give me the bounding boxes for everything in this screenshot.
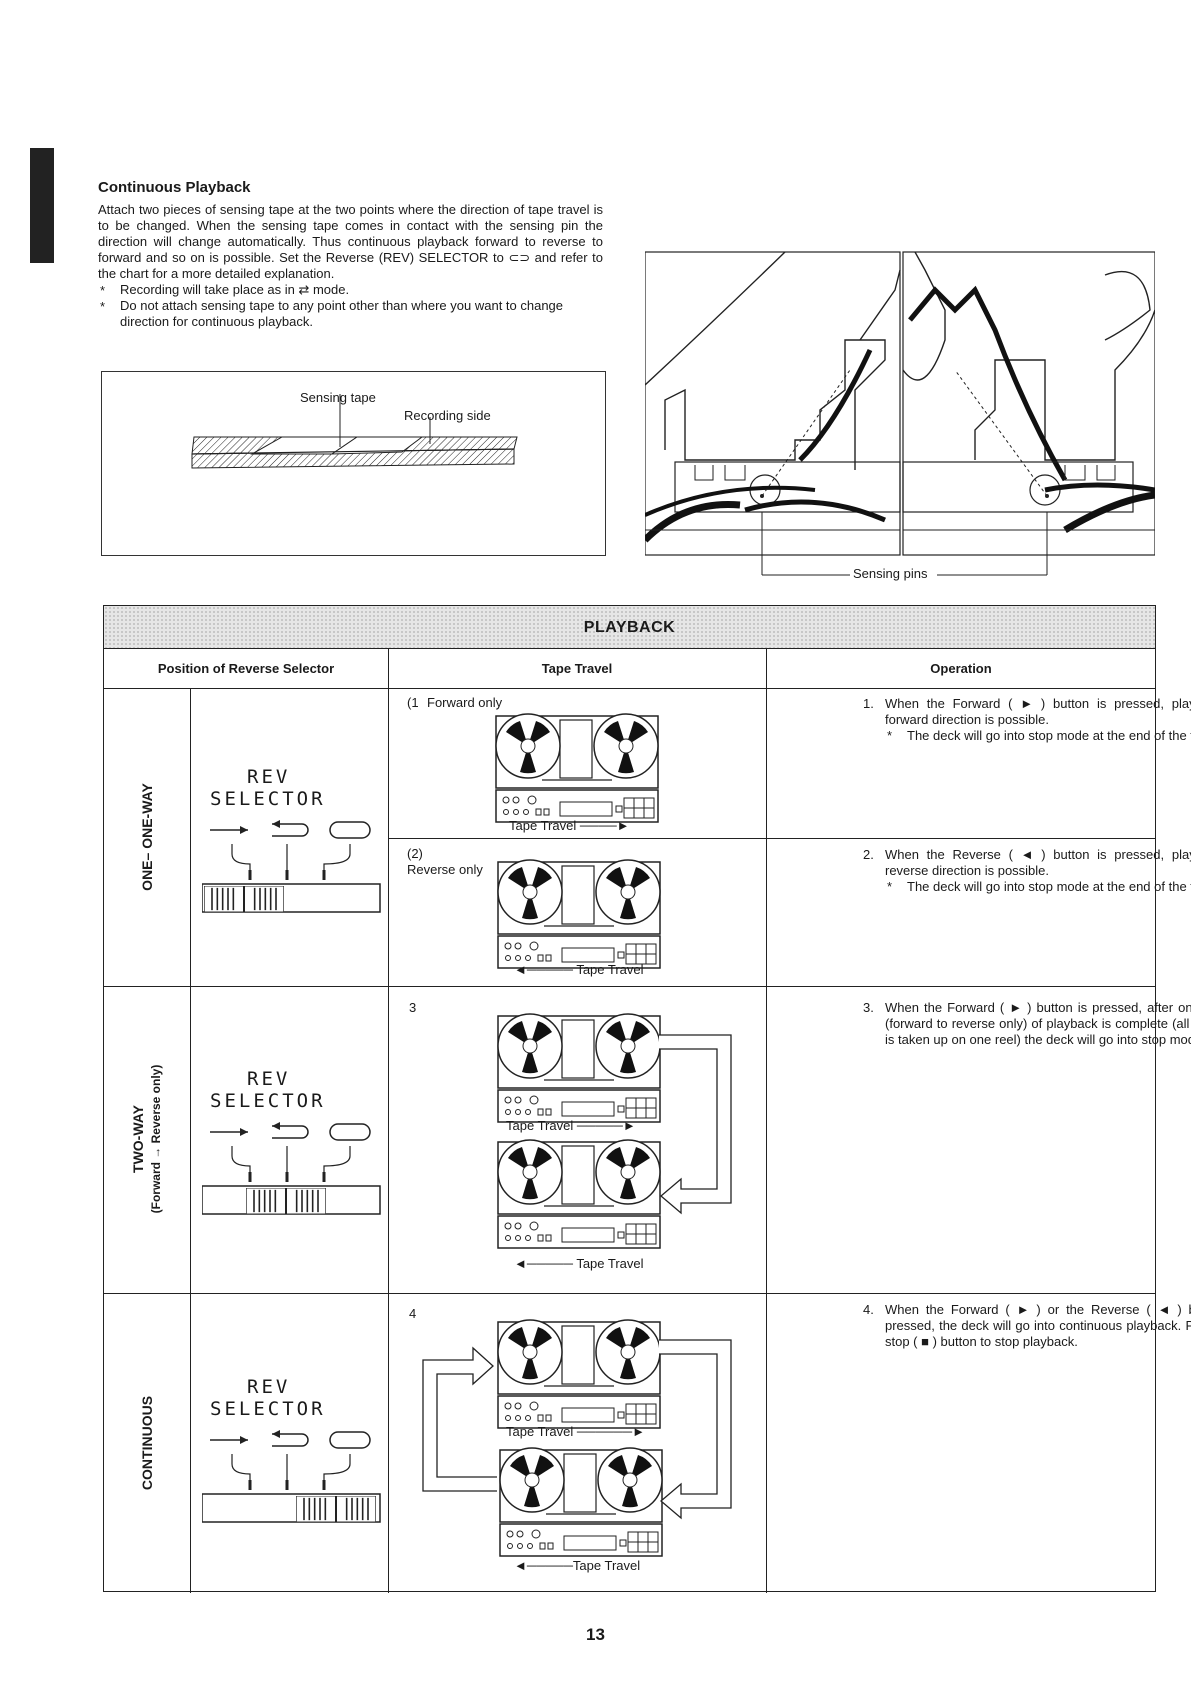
selector-word: SELECTOR [210, 788, 326, 810]
note-item: Do not attach sensing tape to any point … [98, 298, 603, 330]
operation-text: When the Forward ( ► ) button is pressed… [885, 1000, 1191, 1047]
tape-travel-forward: Tape Travel ─────► [506, 1118, 636, 1133]
rev-selector-continuous: REV SELECTOR [202, 1376, 382, 1526]
tape-travel-label: Tape Travel [506, 1118, 574, 1133]
loop-return-arrow-left [422, 1346, 497, 1492]
row-divider [388, 838, 1156, 839]
header-tape-travel: Tape Travel [388, 649, 766, 689]
operation-4: 4. When the Forward ( ► ) or the Reverse… [863, 1302, 1191, 1350]
case-2-number: (2) [407, 846, 423, 861]
mode-label: CONTINUOUS [139, 1395, 155, 1491]
mode-sublabel: (Forward → Reverse only) [149, 1064, 163, 1214]
operation-text: When the Forward ( ► ) button is pressed… [885, 696, 1191, 727]
selector-word: SELECTOR [210, 1398, 326, 1420]
operation-number: 1. [863, 696, 874, 711]
operation-3: 3. When the Forward ( ► ) button is pres… [863, 1000, 1191, 1048]
cycle-return-arrow [659, 1034, 732, 1215]
tape-travel-forward: Tape Travel ──────► [506, 1424, 645, 1439]
row-divider [104, 986, 1156, 987]
rev-word: REV [247, 766, 291, 788]
tape-deck-forward [492, 710, 662, 825]
case-2-caption: Reverse only [407, 862, 483, 877]
column-divider [388, 649, 389, 1593]
tape-travel-forward: Tape Travel ────► [509, 818, 630, 833]
tape-travel-label: Tape Travel [576, 1256, 644, 1271]
arrow-right-icon: ──────► [576, 1424, 645, 1439]
tape-deck-reverse [496, 1444, 666, 1559]
case-4-number: 4 [409, 1306, 417, 1321]
note-item: Recording will take place as in ⇄ mode. [98, 282, 603, 299]
operation-number: 3. [863, 1000, 874, 1015]
tape-travel-reverse: ◄───── Tape Travel [514, 1256, 644, 1271]
sensing-pins-figure: Sensing pins [645, 250, 1155, 585]
mode-label: TWO-WAY [130, 1105, 146, 1173]
tape-travel-label: Tape Travel [506, 1424, 574, 1439]
notes-list: Recording will take place as in ⇄ mode. … [98, 282, 603, 330]
column-divider [766, 649, 767, 1593]
tape-travel-label: Tape Travel [509, 818, 577, 833]
column-divider [190, 689, 191, 1593]
arrow-left-icon: ◄───── [514, 1256, 573, 1271]
operation-note: The deck will go into stop mode at the e… [885, 728, 1191, 744]
page-number: 13 [586, 1625, 605, 1644]
arrow-right-icon: ─────► [576, 1118, 636, 1133]
arrow-left-icon: ◄───── [514, 962, 573, 977]
case-1-caption: Forward only [427, 695, 503, 710]
tape-travel-label: Tape Travel [576, 962, 644, 977]
rev-word: REV [247, 1376, 291, 1398]
header-reverse-selector: Position of Reverse Selector [104, 649, 388, 689]
selector-word: SELECTOR [210, 1090, 326, 1112]
mode-one-way: ONE– ONE-WAY [138, 783, 156, 891]
sensing-tape-label: Sensing tape [300, 390, 376, 405]
mode-label: ONE– ONE-WAY [139, 783, 155, 891]
operation-text: When the Forward ( ► ) or the Reverse ( … [885, 1302, 1191, 1349]
sensing-pins-label: Sensing pins [851, 566, 930, 581]
page-edge-tab [30, 148, 54, 263]
switch-knob-center [246, 1188, 326, 1214]
tape-illustration [191, 394, 518, 469]
switch-knob-left [204, 886, 284, 912]
rev-word: REV [247, 1068, 291, 1090]
operation-1: 1. When the Forward ( ► ) button is pres… [863, 696, 1191, 744]
recording-side-label: Recording side [404, 408, 491, 423]
rev-selector-two-way: REV SELECTOR [202, 1068, 382, 1218]
tape-deck-reverse [494, 1136, 664, 1251]
switch-knob-right [296, 1496, 376, 1522]
arrow-left-icon: ◄───── [514, 1558, 573, 1573]
header-operation: Operation [766, 649, 1156, 689]
section-heading: Continuous Playback [98, 179, 251, 196]
row-divider [104, 1293, 1156, 1294]
operation-text: When the Reverse ( ◄ ) button is pressed… [885, 847, 1191, 878]
case-3-number: 3 [409, 1000, 417, 1015]
tape-travel-reverse: ◄─────Tape Travel [514, 1558, 640, 1573]
operation-note: The deck will go into stop mode at the e… [885, 879, 1191, 895]
mode-two-way: TWO-WAY (Forward → Reverse only) [129, 1065, 165, 1214]
mode-continuous: CONTINUOUS [138, 1396, 156, 1490]
case-1-number: (1 [407, 695, 419, 710]
operation-2: 2. When the Reverse ( ◄ ) button is pres… [863, 847, 1191, 895]
tape-travel-label: Tape Travel [572, 1558, 641, 1573]
operation-number: 4. [863, 1302, 874, 1317]
tape-deck-reverse [494, 856, 664, 971]
pins-illustration [645, 251, 1155, 576]
operation-number: 2. [863, 847, 874, 862]
playback-table: PLAYBACK Position of Reverse Selector Ta… [103, 605, 1191, 1593]
loop-return-arrow-right [659, 1339, 732, 1520]
arrow-right-icon: ────► [579, 818, 630, 833]
section-paragraph: Attach two pieces of sensing tape at the… [98, 202, 603, 281]
rev-selector-one-way: REV SELECTOR [202, 766, 382, 916]
sensing-tape-figure: Sensing tape Recording side [101, 371, 606, 556]
tape-deck-forward [494, 1316, 664, 1431]
continuous-playback-section: Continuous Playback Attach two pieces of… [98, 180, 603, 330]
tape-travel-reverse: ◄───── Tape Travel [514, 962, 644, 977]
tape-deck-forward [494, 1010, 664, 1125]
table-title: PLAYBACK [104, 606, 1155, 649]
